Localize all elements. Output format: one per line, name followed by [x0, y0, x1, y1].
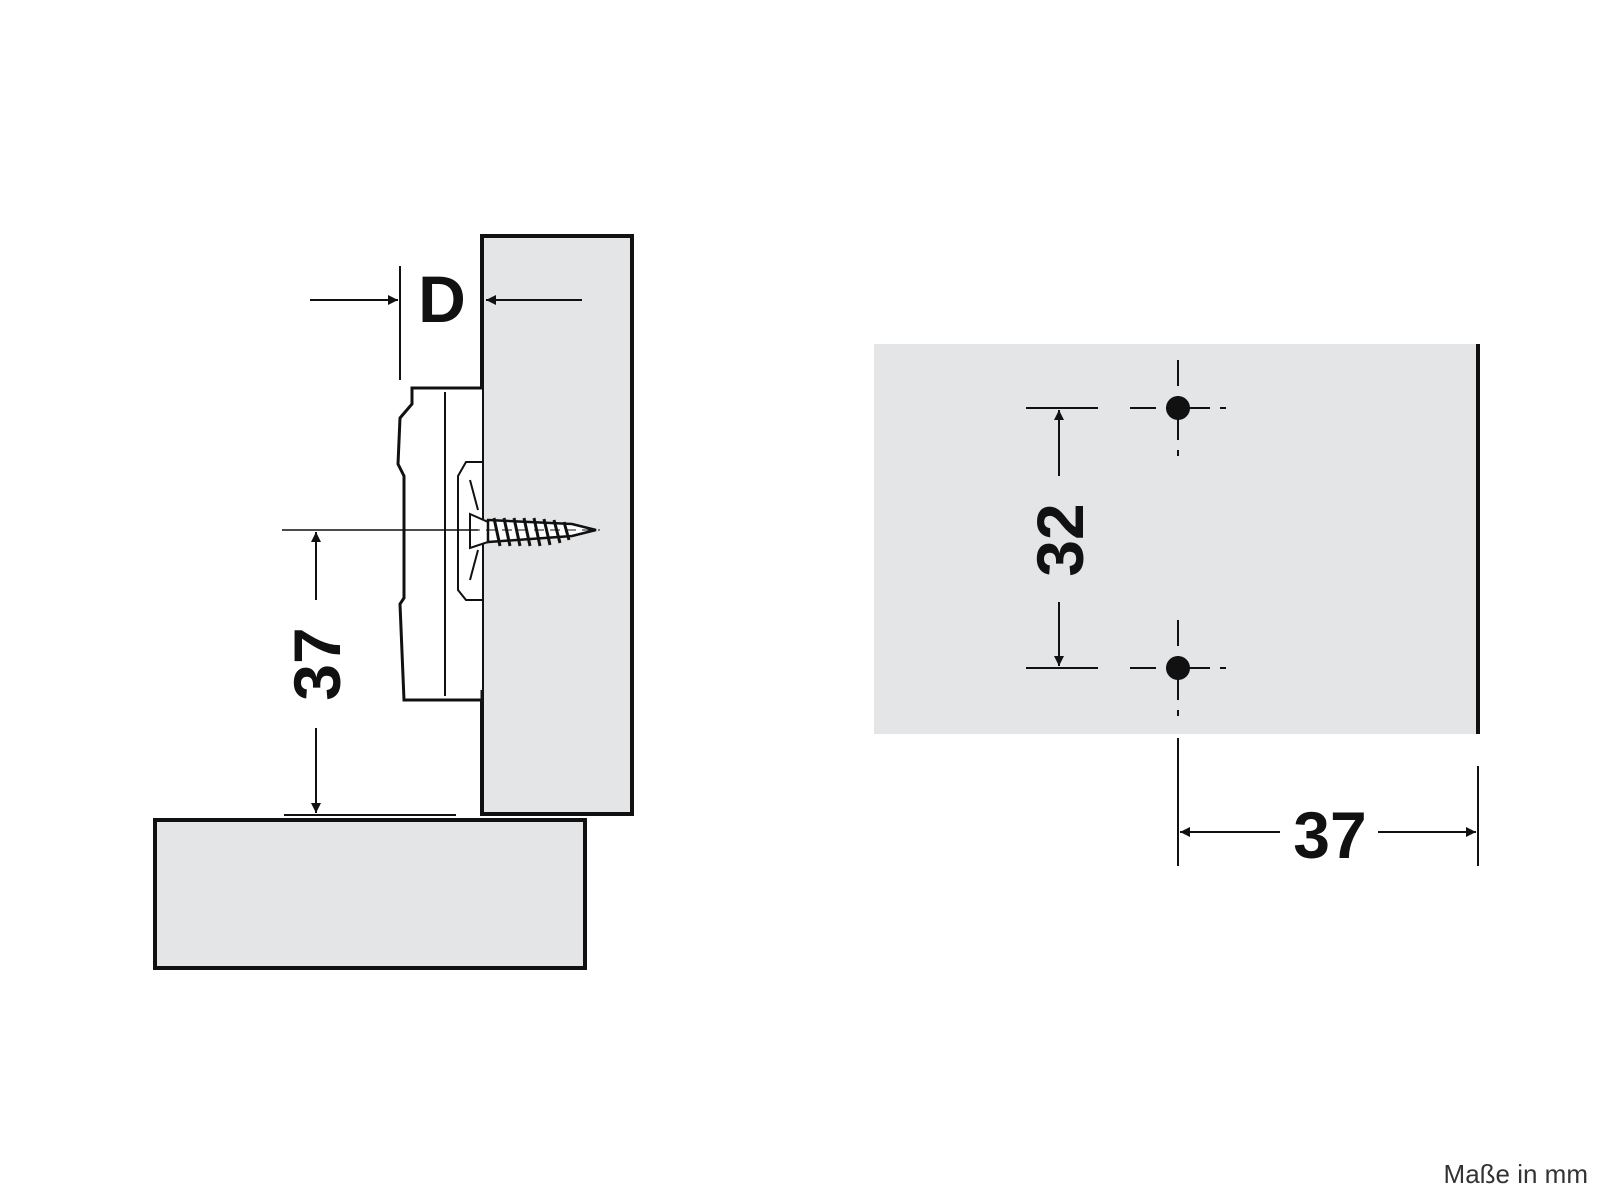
spacing-label: 32: [1023, 503, 1097, 576]
drill-hole-top: [1130, 360, 1226, 456]
side-view: D 37: [153, 234, 634, 970]
mounting-plate: [396, 386, 484, 702]
door-panel: [153, 818, 587, 970]
front-view: 32 37: [874, 344, 1480, 872]
depth-label: D: [418, 262, 466, 336]
edge-distance-label: 37: [1293, 798, 1366, 872]
drill-hole-bottom: [1130, 620, 1226, 716]
height-label: 37: [280, 627, 354, 700]
wood-screw: [469, 512, 597, 550]
units-note: Maße in mm: [1443, 1159, 1588, 1189]
